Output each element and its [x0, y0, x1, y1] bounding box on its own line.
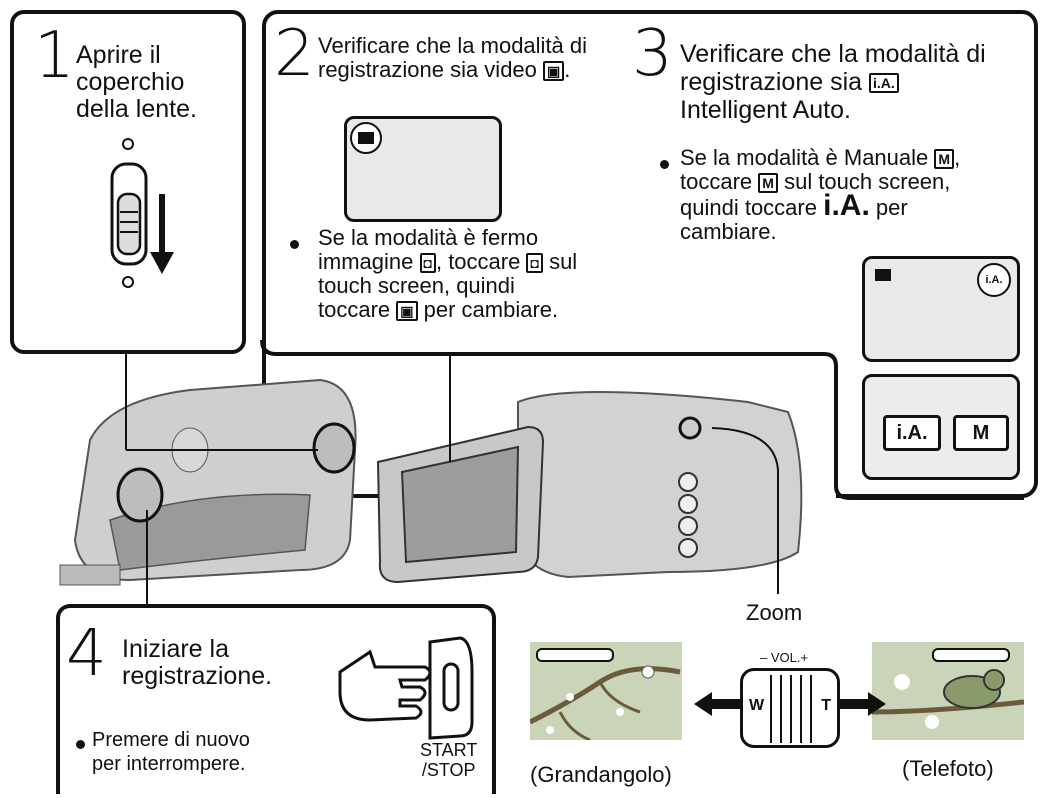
- camera-icon: ◘: [526, 253, 543, 274]
- arrow-right-icon: [840, 692, 886, 716]
- tree-branch-icon: [530, 665, 681, 740]
- manual-icon: M: [758, 173, 778, 194]
- step2-bullet-line4b: per cambiare.: [423, 297, 559, 322]
- step3-bullet-line3b: per: [875, 195, 908, 220]
- step3-bullet-line2a: toccare: [680, 169, 753, 194]
- vol-label: – VOL.+: [760, 650, 809, 665]
- ia-mode-button[interactable]: i.A.: [883, 415, 941, 451]
- step3-title-line2: registrazione sia: [680, 68, 863, 96]
- finger-press-icon: [338, 636, 474, 740]
- step3-bullet-dot: [660, 160, 669, 169]
- step4-bullet-dot: [76, 740, 85, 749]
- step2-bullet-line2c: sul: [549, 249, 578, 274]
- step2-bullet: Se la modalità è fermo immagine ◘, tocca…: [318, 226, 638, 322]
- ia-mode-button-label: i.A.: [896, 422, 928, 444]
- step2-bullet-line1: Se la modalità è fermo: [318, 225, 539, 250]
- step2-bullet-line4a: toccare: [318, 297, 391, 322]
- video-camera-icon: [350, 122, 382, 154]
- zoom-t-label: T: [821, 697, 831, 714]
- step3-lcd: i.A.: [862, 256, 1020, 362]
- step1-text: Aprire il coperchio della lente.: [76, 41, 197, 123]
- step3-bullet-line1: Se la modalità è Manuale: [680, 145, 929, 170]
- step3-mode-buttons: i.A. M: [862, 374, 1020, 480]
- wide-angle-photo: [530, 642, 682, 740]
- step3-bullet-line2b: sul touch screen,: [784, 169, 951, 194]
- step3-bullet-line4: cambiare.: [680, 219, 777, 244]
- tele-photo: [872, 642, 1024, 740]
- intelligent-auto-circled-icon: i.A.: [977, 263, 1011, 297]
- manual-mode-button[interactable]: M: [953, 415, 1009, 451]
- step3-bullet-line3a: quindi toccare: [680, 195, 817, 220]
- wide-angle-caption: (Grandangolo): [530, 762, 672, 787]
- step2-bullet-line3: touch screen, quindi: [318, 273, 515, 298]
- step2-title-text: Verificare che la modalità di registrazi…: [318, 33, 588, 82]
- zoom-w-label: W: [749, 697, 765, 714]
- step1-number: 1: [34, 19, 75, 93]
- step4-panel: 4 Iniziare la registrazione. Premere di …: [56, 604, 496, 794]
- step2-bullet-line2b: , toccare: [435, 249, 521, 274]
- tele-caption: (Telefoto): [902, 756, 994, 781]
- step3-title: Verificare che la modalità di registrazi…: [680, 40, 1040, 124]
- video-camera-icon: ▣: [396, 301, 418, 322]
- lens-cover-switch-icon: [110, 138, 174, 288]
- camcorder-right-illustration: [376, 391, 803, 584]
- zoom-indicator-tele: [932, 648, 1010, 662]
- step3-title-line1: Verificare che la modalità di: [680, 40, 986, 68]
- step2-lcd: [344, 116, 502, 222]
- zoom-lever[interactable]: W T: [740, 668, 840, 748]
- camcorder-left-illustration: [59, 378, 357, 586]
- step1-panel: 1 Aprire il coperchio della lente.: [10, 10, 246, 354]
- zoom-indicator-wide: [536, 648, 614, 662]
- intelligent-auto-icon: i.A.: [868, 73, 899, 94]
- zoom-label: Zoom: [746, 600, 803, 625]
- intelligent-auto-big-label: i.A.: [823, 189, 870, 222]
- video-camera-icon: ▣: [543, 61, 565, 82]
- zoom-lever-ridges: [770, 675, 812, 743]
- step2-bullet-line2a: immagine: [318, 249, 414, 274]
- step4-title: Iniziare la registrazione.: [122, 635, 273, 690]
- camera-icon: ◘: [419, 253, 436, 274]
- start-stop-label: START /STOP: [420, 740, 478, 780]
- arrow-left-icon: [694, 692, 740, 716]
- manual-mode-button-label: M: [972, 422, 990, 444]
- step3-bullet: Se la modalità è Manuale M, toccare M su…: [680, 145, 961, 244]
- step4-number: 4: [66, 617, 107, 691]
- step2-title: Verificare che la modalità di registrazi…: [318, 33, 588, 82]
- intelligent-auto-circled-label: i.A.: [985, 274, 1003, 286]
- bird-icon: [872, 669, 1024, 729]
- video-camera-icon: [875, 269, 891, 281]
- step4-bullet: Premere di nuovo per interrompere.: [92, 729, 250, 775]
- step3-number: 3: [632, 17, 673, 91]
- step3-title-line3: Intelligent Auto.: [680, 96, 851, 124]
- step2-bullet-dot: [290, 240, 299, 249]
- step2-number: 2: [274, 17, 315, 91]
- manual-icon: M: [934, 149, 955, 170]
